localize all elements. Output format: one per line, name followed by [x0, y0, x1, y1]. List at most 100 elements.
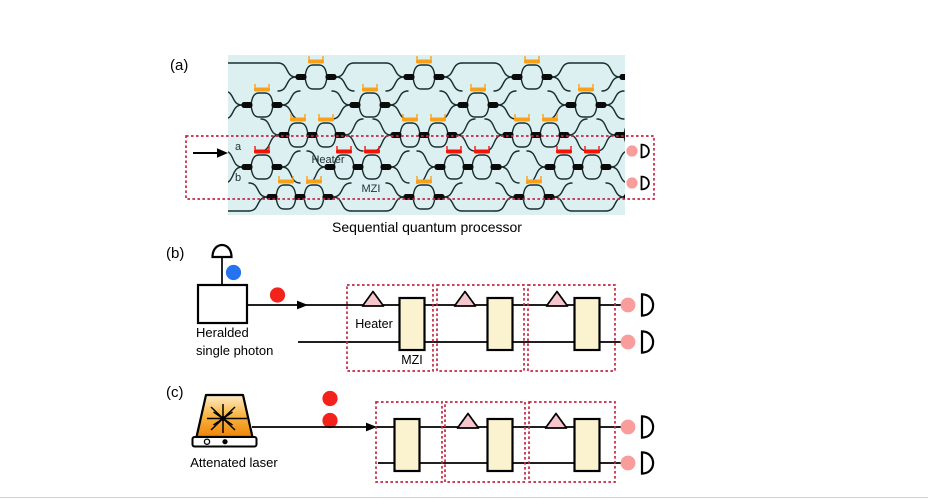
- coupler-icon: [446, 132, 458, 138]
- coupler-icon: [614, 132, 625, 138]
- heater-icon: [626, 118, 642, 122]
- photon-red-dot: [322, 412, 338, 429]
- heater-icon: [402, 117, 418, 122]
- heater-label-b: Heater: [355, 317, 393, 331]
- panel-a-label: (a): [170, 57, 188, 74]
- heater-icon: [542, 117, 558, 122]
- panel-b: (b) Heralded single photon Heater MZI: [166, 243, 655, 372]
- coupler-icon: [403, 194, 415, 200]
- coupler-icon: [487, 102, 499, 108]
- detector-icon: [640, 330, 655, 354]
- heater-icon: [254, 87, 270, 92]
- coupler-icon: [433, 74, 445, 80]
- coupler-icon: [511, 74, 523, 80]
- coupler-icon: [379, 102, 391, 108]
- coupler-icon: [490, 164, 502, 170]
- heater-icon: [514, 117, 530, 122]
- coupler-icon: [241, 102, 253, 108]
- panel-a: (a) a b Heater MZI Sequential quantum pr…: [170, 55, 670, 235]
- mzi-block: [398, 296, 426, 352]
- mzi-unit: [526, 146, 625, 184]
- coupler-icon: [324, 164, 336, 170]
- coupler-icon: [619, 74, 625, 80]
- heater-icon: [556, 149, 572, 154]
- heater-icon: [318, 117, 334, 122]
- heater-icon: [416, 179, 432, 184]
- single-photon-source-box: [196, 283, 249, 325]
- heater-icon: [290, 117, 306, 122]
- stage-dashed-box: [375, 401, 443, 483]
- coupler-icon: [572, 164, 584, 170]
- stage-dashed-box: [444, 401, 526, 483]
- coupler-icon: [334, 132, 346, 138]
- mzi-label-a: MZI: [362, 183, 381, 195]
- heater-icon: [416, 59, 432, 64]
- output-photon-dot: [620, 419, 636, 435]
- heater-icon: [474, 149, 490, 154]
- mzi-unit: [385, 176, 463, 212]
- panel-c: (c) Attenated laser: [166, 384, 655, 483]
- coupler-icon: [558, 132, 570, 138]
- output-photon-dot: [626, 177, 638, 189]
- coupler-icon: [380, 164, 392, 170]
- port-b-label: b: [235, 172, 241, 184]
- heater-icon: [526, 179, 542, 184]
- coupler-icon: [271, 102, 283, 108]
- mzi-unit: [547, 84, 625, 120]
- coupler-icon: [462, 164, 474, 170]
- coupler-icon: [544, 164, 556, 170]
- mzi-unit: [228, 84, 301, 120]
- coupler-icon: [654, 194, 665, 200]
- heater-icon: [584, 149, 600, 154]
- photon-red-dot: [269, 287, 286, 303]
- output-photon-dot: [620, 455, 636, 471]
- coupler-icon: [322, 194, 334, 200]
- heater-icon: [654, 118, 670, 122]
- coupler-icon: [390, 132, 402, 138]
- panel-b-label: (b): [166, 245, 184, 262]
- heater-icon: [336, 149, 352, 154]
- source-label-line1: Heralded: [196, 325, 249, 340]
- mzi-unit: [385, 56, 463, 92]
- heater-icon: [430, 117, 446, 122]
- mzi-unit: [416, 146, 520, 184]
- stage-dashed-box: [527, 284, 616, 372]
- heater-triangle-icon: [544, 412, 568, 429]
- output-photon-dot: [620, 297, 636, 313]
- heater-icon: [578, 87, 594, 92]
- laser-label: Attenated laser: [190, 455, 278, 470]
- coupler-icon: [418, 132, 430, 138]
- coupler-icon: [643, 132, 654, 138]
- arrowhead-icon: [297, 300, 308, 310]
- coupler-icon: [325, 74, 337, 80]
- heater-triangle-icon: [456, 412, 480, 429]
- heater-icon: [470, 87, 486, 92]
- coupler-icon: [278, 132, 290, 138]
- heater-label-a: Heater: [311, 154, 344, 166]
- mzi-unit: [277, 56, 355, 92]
- power-icon: [203, 438, 211, 445]
- heater-icon: [278, 179, 294, 184]
- heater-icon: [362, 87, 378, 92]
- mzi-label-b: MZI: [401, 353, 423, 367]
- mzi-unit: [601, 62, 661, 92]
- mzi-unit: [493, 56, 571, 92]
- panel-c-label: (c): [166, 384, 184, 401]
- mzi-block: [486, 417, 514, 473]
- mzi-unit: [228, 146, 301, 184]
- coupler-icon: [565, 102, 577, 108]
- mzi-block: [573, 417, 601, 473]
- heater-icon: [306, 179, 322, 184]
- arrowhead-icon: [366, 422, 377, 432]
- coupler-icon: [543, 194, 555, 200]
- photon-red-dot: [322, 390, 338, 407]
- heater-triangle-icon: [545, 290, 569, 307]
- dot-icon: [222, 439, 228, 445]
- coupler-icon: [434, 164, 446, 170]
- detector-icon: [640, 415, 655, 439]
- coupler-icon: [457, 102, 469, 108]
- coupler-icon: [650, 74, 661, 80]
- heater-icon: [308, 59, 324, 64]
